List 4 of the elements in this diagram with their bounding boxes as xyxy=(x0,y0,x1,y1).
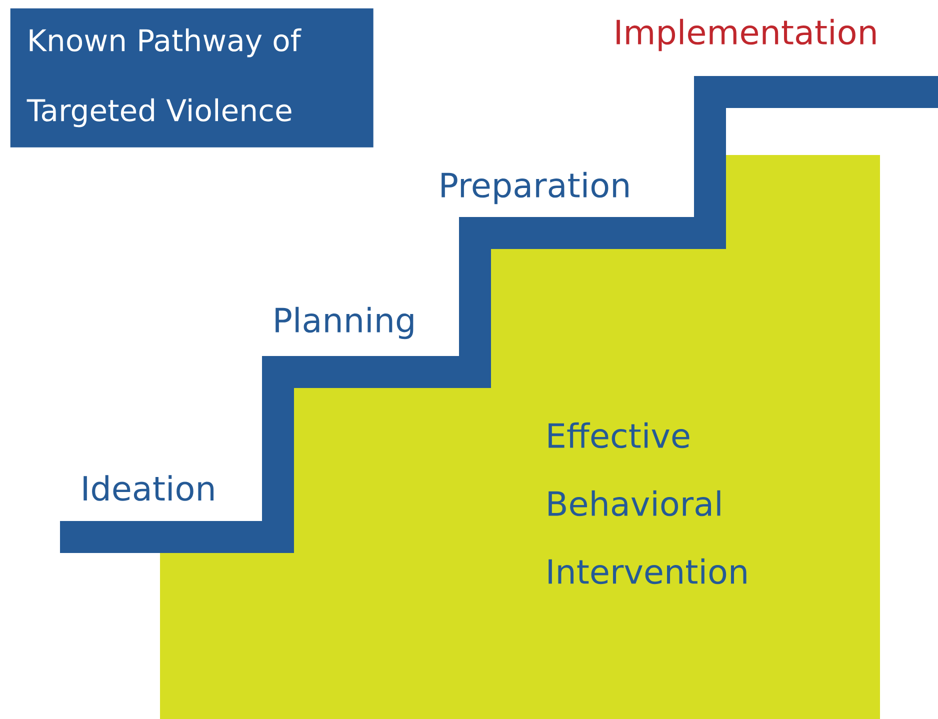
stage-label: Implementation xyxy=(616,18,876,52)
title-box: Known Pathway of Targeted Violence xyxy=(10,8,374,148)
stage-label: Planning xyxy=(276,306,414,340)
stage-label: Preparation xyxy=(442,172,628,204)
